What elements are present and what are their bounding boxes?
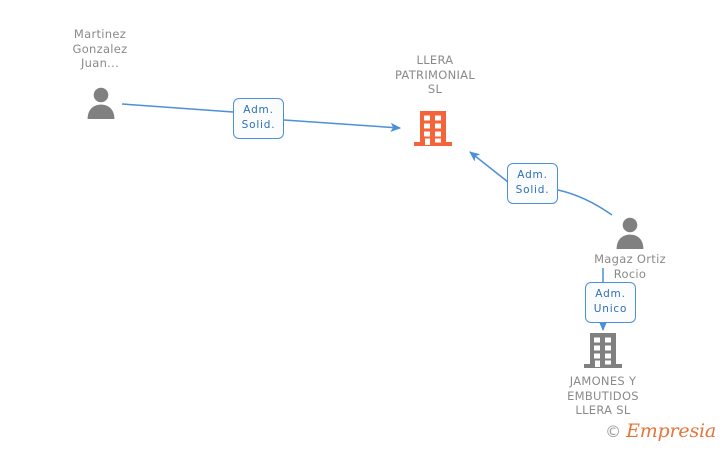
node-label-company-llera-patrimonial: LLERA PATRIMONIAL SL [394, 53, 476, 96]
edge-line-martinez-to-llera [121, 103, 234, 113]
edge-label-martinez-to-llera[interactable]: Adm. Solid. [233, 98, 284, 139]
building-icon[interactable] [413, 109, 453, 153]
building-icon[interactable] [583, 331, 623, 375]
person-icon[interactable] [613, 215, 647, 253]
edge-line-martinez-to-llera-arrow [283, 119, 402, 132]
node-label-company-jamones: JAMONES Y EMBUTIDOS LLERA SL [567, 374, 639, 417]
edge-label-magaz-to-jamones[interactable]: Adm. Unico [585, 282, 636, 323]
watermark: © Empresia [605, 420, 716, 442]
watermark-brand: Empresia [626, 420, 716, 442]
node-label-person-magaz: Magaz Ortiz Rocio [594, 252, 666, 281]
edge-line-magaz-to-llera-arrow [469, 151, 509, 183]
copyright-icon: © [605, 421, 622, 441]
person-icon[interactable] [84, 85, 118, 123]
node-label-person-martinez: Martinez Gonzalez Juan... [72, 27, 128, 70]
edge-line-magaz-to-llera [557, 189, 613, 216]
edge-label-magaz-to-llera[interactable]: Adm. Solid. [507, 163, 558, 204]
